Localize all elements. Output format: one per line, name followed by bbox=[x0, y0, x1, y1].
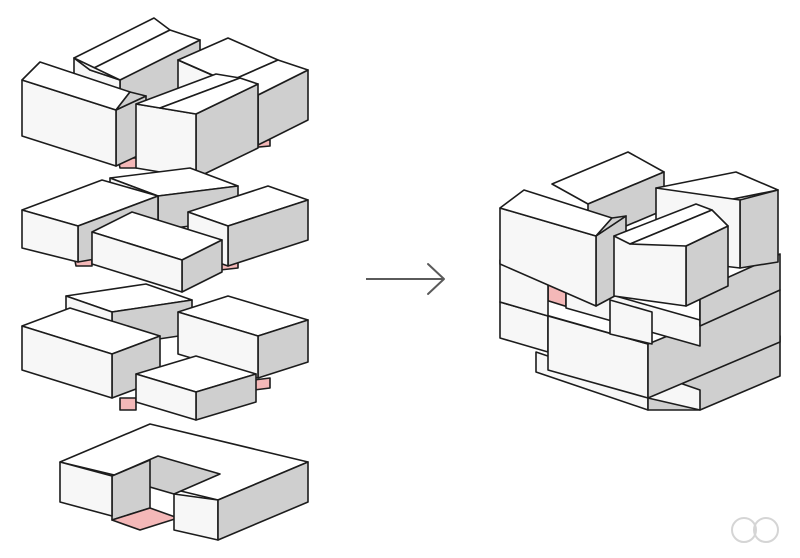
side-face bbox=[21, 325, 113, 399]
side-face bbox=[613, 235, 687, 307]
side-face bbox=[173, 493, 219, 541]
side-face bbox=[21, 209, 79, 263]
shaded-face bbox=[595, 215, 627, 237]
upper-bar-layer bbox=[21, 167, 309, 293]
shaded-face bbox=[115, 91, 147, 111]
stacked-volume bbox=[499, 151, 781, 411]
house-block bbox=[135, 73, 259, 179]
roof-houses-layer bbox=[21, 17, 309, 179]
lower-bar-layer bbox=[21, 283, 309, 421]
bar-block bbox=[177, 295, 309, 379]
arrow-head bbox=[427, 263, 445, 295]
side-face bbox=[91, 231, 183, 293]
side-face bbox=[177, 311, 259, 379]
side-face bbox=[135, 373, 197, 421]
watermark-logo bbox=[731, 517, 779, 543]
bar-block bbox=[91, 211, 223, 293]
top-face bbox=[629, 209, 729, 247]
side-face bbox=[73, 57, 121, 81]
u-shaped-base bbox=[59, 423, 309, 541]
transform-arrow bbox=[366, 263, 445, 295]
house-block bbox=[499, 151, 779, 307]
courtyard-void bbox=[119, 397, 137, 411]
bar-block bbox=[135, 355, 257, 421]
shaded-face bbox=[217, 461, 309, 541]
side-face bbox=[609, 299, 653, 345]
side-face bbox=[135, 103, 197, 179]
top-face bbox=[159, 77, 259, 115]
shaded-face bbox=[739, 189, 779, 269]
side-face bbox=[59, 461, 113, 517]
